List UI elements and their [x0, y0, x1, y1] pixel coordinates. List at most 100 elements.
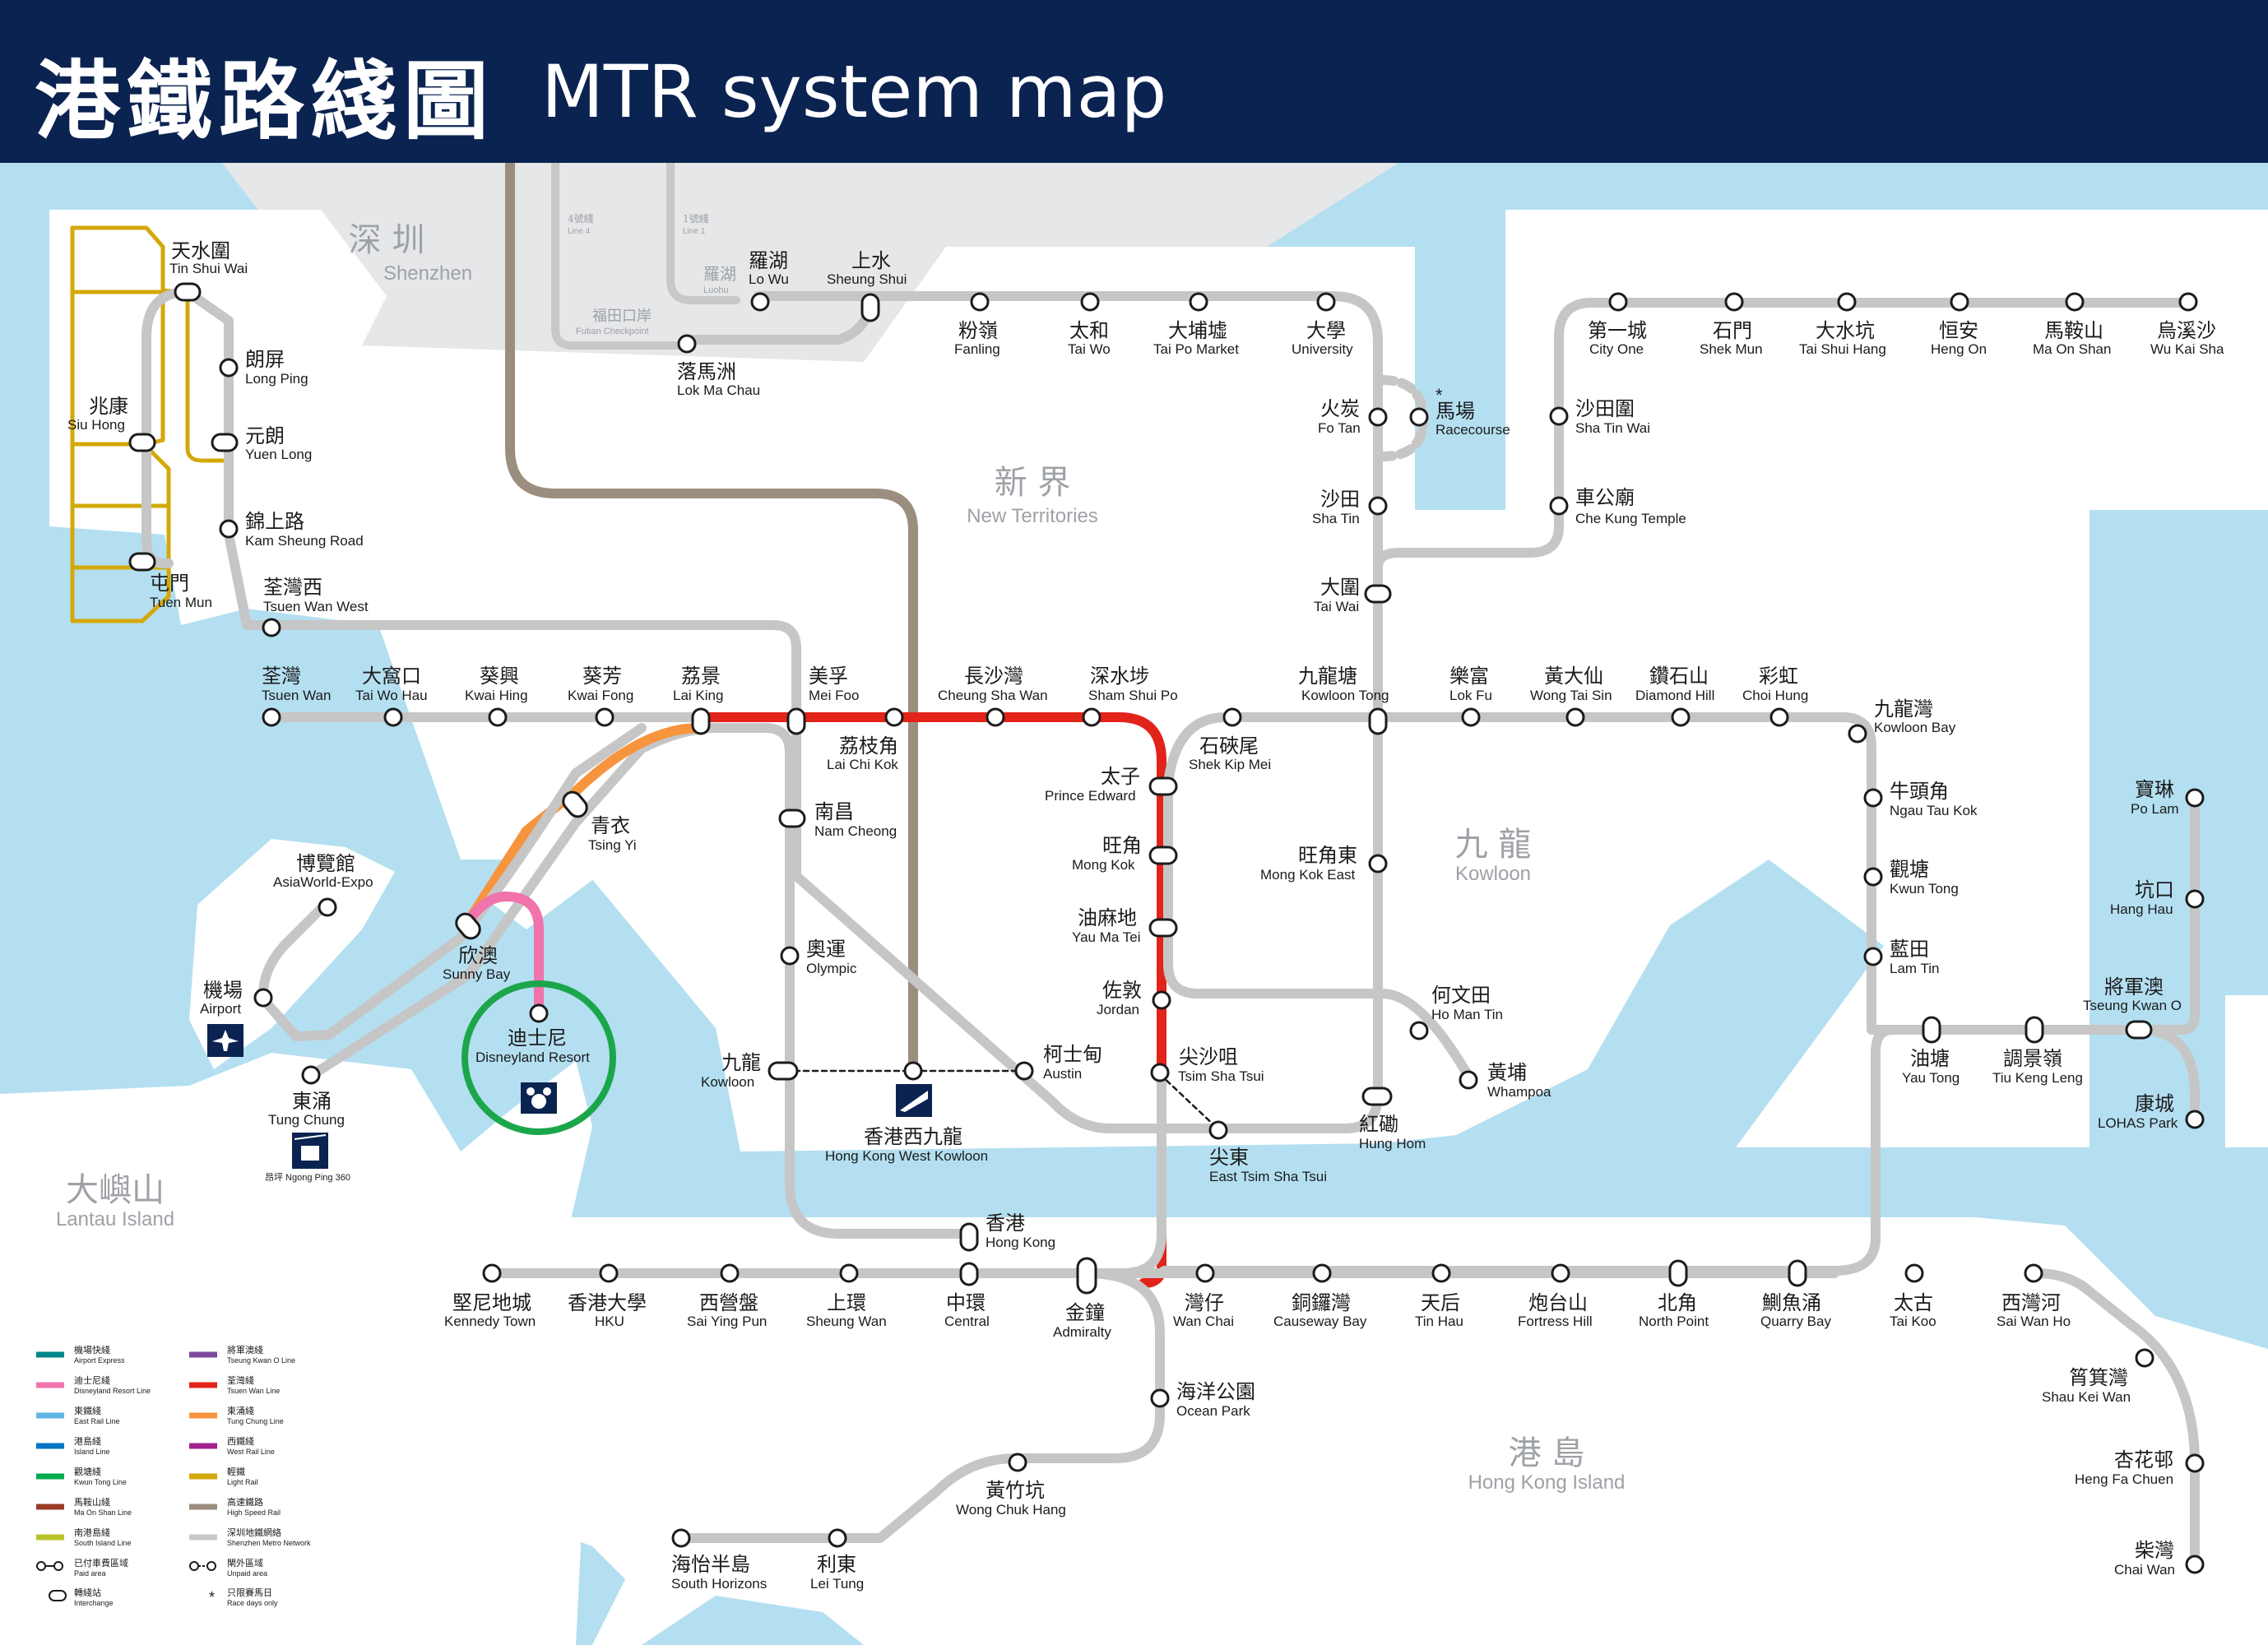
marker-chai-wan[interactable] [2185, 1555, 2205, 1574]
marker-causeway-bay[interactable] [1312, 1263, 1332, 1283]
interchange-north-point[interactable] [1668, 1259, 1688, 1287]
marker-sha-tin[interactable] [1368, 496, 1388, 516]
interchange-sheung-shui[interactable] [860, 293, 880, 322]
marker-shek-mun[interactable] [1724, 292, 1744, 312]
marker-choi-hung[interactable] [1769, 707, 1789, 727]
marker-tsim-sha-tsui[interactable] [1150, 1063, 1170, 1082]
marker-racecourse[interactable] [1409, 407, 1429, 427]
marker-shau-kei-wan[interactable] [2135, 1348, 2154, 1368]
marker-fo-tan[interactable] [1368, 407, 1388, 427]
interchange-yau-ma-tei[interactable] [1148, 918, 1178, 938]
marker-hkwk[interactable] [903, 1061, 923, 1081]
interchange-hong-kong[interactable] [959, 1222, 979, 1252]
marker-diamond-hill[interactable] [1671, 707, 1691, 727]
marker-kowloon-bay[interactable] [1848, 724, 1867, 744]
marker-heng-fa-chuen[interactable] [2185, 1453, 2205, 1473]
legend-swatch-paid-area [36, 1561, 63, 1571]
interchange-hung-hom[interactable] [1361, 1087, 1393, 1106]
marker-sham-shui-po[interactable] [1082, 707, 1102, 727]
marker-sheung-wan[interactable] [839, 1263, 859, 1283]
label-tung-chung-zh: 東涌 [292, 1090, 332, 1113]
marker-cheung-sha-wan[interactable] [986, 707, 1005, 727]
marker-shek-kip-mei[interactable] [1222, 707, 1242, 727]
marker-lok-ma-chau[interactable] [677, 334, 697, 354]
marker-wan-chai[interactable] [1195, 1263, 1215, 1283]
interchange-sunny-bay[interactable] [452, 911, 483, 943]
marker-asiaworld-expo[interactable] [318, 897, 337, 917]
interchange-yau-tong[interactable] [1922, 1016, 1941, 1044]
marker-kwun-tong[interactable] [1863, 867, 1883, 887]
interchange-prince-edward[interactable] [1148, 776, 1178, 796]
interchange-lai-king[interactable] [691, 707, 711, 735]
marker-lam-tin[interactable] [1863, 947, 1883, 966]
interchange-tiu-keng-leng[interactable] [2025, 1016, 2044, 1044]
interchange-quarry-bay[interactable] [1788, 1259, 1807, 1287]
label-sha-tin-wai-zh: 沙田圍 [1575, 397, 1635, 420]
marker-tai-wo[interactable] [1080, 292, 1100, 312]
marker-kwai-hing[interactable] [488, 707, 508, 727]
marker-tsuen-wan-west[interactable] [262, 618, 281, 637]
marker-hang-hau[interactable] [2185, 889, 2205, 909]
marker-disneyland[interactable] [529, 1003, 549, 1023]
label-tseung-kwan-o-zh: 將軍澳 [2104, 975, 2164, 999]
interchange-mei-foo[interactable] [786, 707, 806, 735]
interchange-tai-wai[interactable] [1364, 584, 1392, 604]
marker-tung-chung[interactable] [301, 1065, 321, 1085]
marker-wong-chuk-hang[interactable] [1008, 1453, 1027, 1472]
marker-whampoa[interactable] [1459, 1070, 1478, 1090]
marker-south-horizons[interactable] [671, 1528, 691, 1548]
marker-city-one[interactable] [1608, 292, 1628, 312]
marker-airport[interactable] [253, 988, 273, 1008]
marker-sai-ying-pun[interactable] [720, 1263, 740, 1283]
marker-lok-fu[interactable] [1461, 707, 1481, 727]
marker-kennedy-town[interactable] [482, 1263, 502, 1283]
legend-ma-on-shan-zh: 馬鞍山綫 [74, 1496, 110, 1508]
marker-long-ping[interactable] [219, 358, 239, 378]
marker-wu-kai-sha[interactable] [2178, 292, 2198, 312]
marker-jordan[interactable] [1152, 990, 1171, 1010]
marker-wong-tai-sin[interactable] [1565, 707, 1585, 727]
interchange-nam-cheong[interactable] [778, 809, 806, 828]
marker-tai-wo-hau[interactable] [383, 707, 403, 727]
marker-lo-wu[interactable] [750, 292, 770, 312]
marker-sai-wan-ho[interactable] [2024, 1263, 2043, 1283]
marker-lohas-park[interactable] [2185, 1110, 2205, 1129]
marker-east-tsim-sha-tsui[interactable] [1208, 1120, 1228, 1140]
marker-ngau-tau-kok[interactable] [1863, 788, 1883, 808]
marker-lei-tung[interactable] [828, 1528, 847, 1548]
marker-ma-on-shan[interactable] [2065, 292, 2085, 312]
marker-sha-tin-wai[interactable] [1549, 406, 1569, 426]
marker-lai-chi-kok[interactable] [884, 707, 904, 727]
interchange-admiralty[interactable] [1076, 1257, 1097, 1295]
interchange-tin-shui-wai[interactable] [174, 282, 202, 302]
marker-ocean-park[interactable] [1150, 1388, 1170, 1408]
marker-po-lam[interactable] [2185, 788, 2205, 808]
legend-south-island-zh: 南港島綫 [74, 1527, 110, 1538]
marker-kwai-fong[interactable] [595, 707, 615, 727]
marker-tai-po-market[interactable] [1189, 292, 1208, 312]
interchange-kowloon-tong[interactable] [1368, 707, 1388, 735]
marker-che-kung-temple[interactable] [1549, 496, 1569, 516]
marker-mong-kok-east[interactable] [1368, 854, 1388, 873]
interchange-mong-kok[interactable] [1148, 846, 1178, 865]
marker-hku[interactable] [599, 1263, 619, 1283]
interchange-tsing-yi[interactable] [559, 789, 590, 821]
interchange-kowloon[interactable] [768, 1061, 799, 1081]
marker-tai-koo[interactable] [1904, 1263, 1924, 1283]
marker-tsuen-wan[interactable] [262, 707, 281, 727]
interchange-tuen-mun[interactable] [128, 552, 156, 572]
interchange-siu-hong[interactable] [128, 433, 156, 452]
marker-university[interactable] [1316, 292, 1336, 312]
marker-fortress-hill[interactable] [1551, 1263, 1570, 1283]
marker-heng-on[interactable] [1950, 292, 1969, 312]
interchange-tseung-kwan-o[interactable] [2125, 1020, 2153, 1040]
marker-kam-sheung-road[interactable] [219, 519, 239, 539]
marker-olympic[interactable] [780, 946, 800, 966]
marker-fanling[interactable] [970, 292, 990, 312]
marker-tai-shui-hang[interactable] [1837, 292, 1857, 312]
interchange-central[interactable] [959, 1262, 979, 1286]
marker-austin[interactable] [1014, 1061, 1034, 1081]
interchange-yuen-long[interactable] [211, 433, 239, 452]
marker-tin-hau[interactable] [1431, 1263, 1451, 1283]
marker-ho-man-tin[interactable] [1409, 1021, 1429, 1040]
